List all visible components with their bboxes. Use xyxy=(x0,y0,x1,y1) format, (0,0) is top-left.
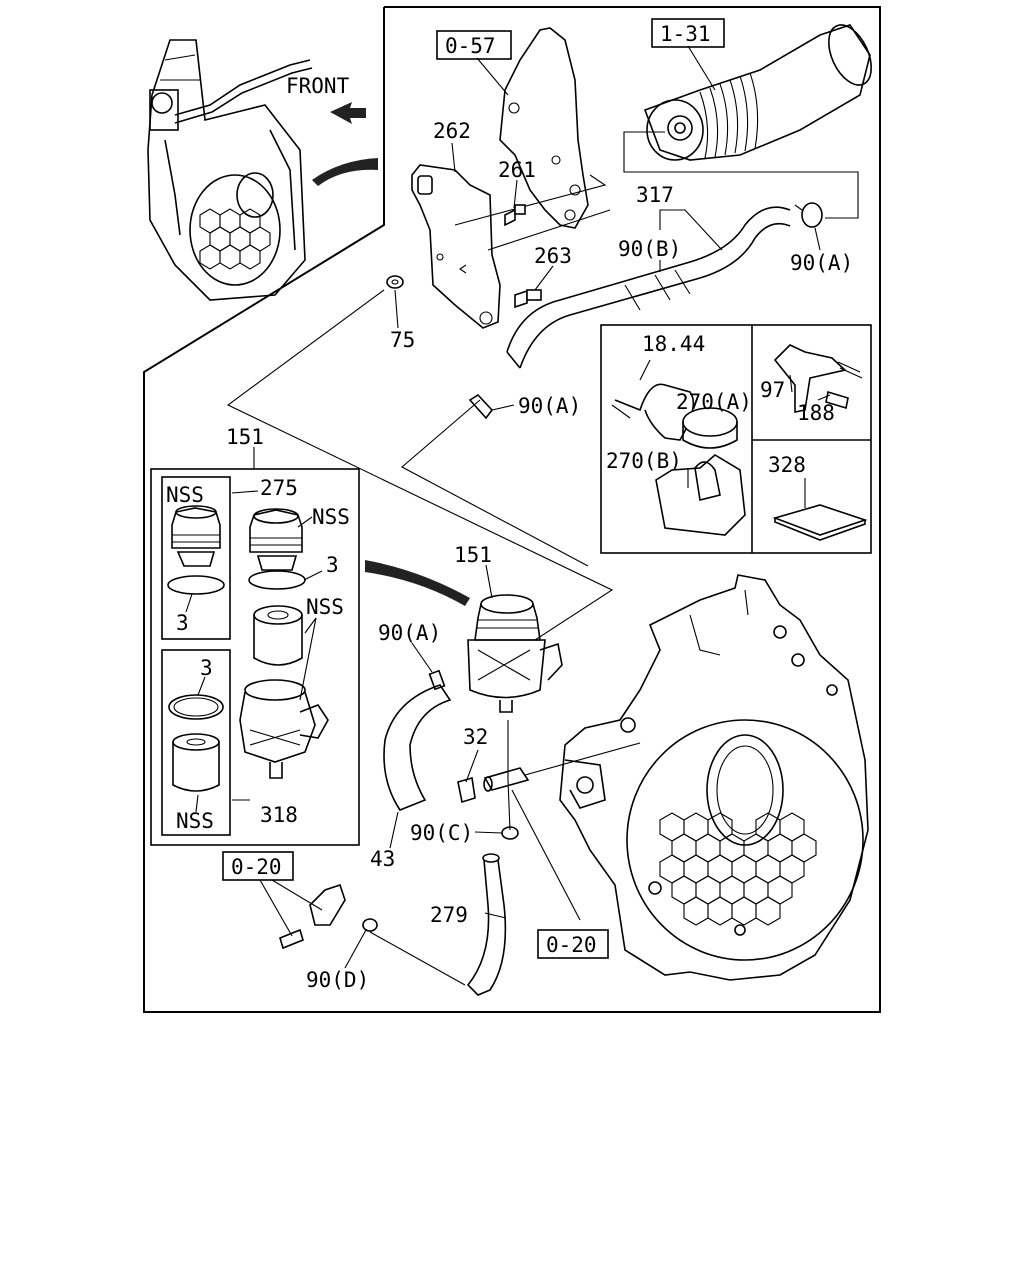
callout-262: 262 xyxy=(433,119,471,143)
hose-43 xyxy=(383,684,452,811)
callout-261: 261 xyxy=(498,158,536,182)
callout-3-c: 3 xyxy=(200,656,213,680)
bolt-261 xyxy=(504,204,526,227)
inset-callout-18-44: 18.44 xyxy=(642,332,705,356)
callout-nss-1: NSS xyxy=(166,483,204,507)
hose-317 xyxy=(506,206,791,369)
callout-nss-3: NSS xyxy=(306,595,344,619)
callout-90a-mid: 90(A) xyxy=(518,394,581,418)
reference-line-151 xyxy=(226,289,614,641)
connector-tube xyxy=(483,767,530,792)
detail-pointer-arrow-icon xyxy=(312,158,378,186)
callout-90d: 90(D) xyxy=(306,968,369,992)
callout-75: 75 xyxy=(390,328,415,352)
inset-callout-188: 188 xyxy=(797,401,835,425)
callout-90c: 90(C) xyxy=(410,821,473,845)
air-duct-1-31 xyxy=(643,24,872,161)
callout-275: 275 xyxy=(260,476,298,500)
sensor-0-20 xyxy=(279,883,378,950)
callout-90a-low: 90(A) xyxy=(378,621,441,645)
accessory-inset-box xyxy=(600,324,872,554)
callout-263: 263 xyxy=(534,244,572,268)
callout-151-left: 151 xyxy=(226,425,264,449)
inset-callout-328: 328 xyxy=(768,453,806,477)
callout-nss-4: NSS xyxy=(176,809,214,833)
callout-151-center: 151 xyxy=(454,543,492,567)
breather-filter-151 xyxy=(467,594,563,713)
front-label: FRONT xyxy=(286,74,350,98)
washer-75 xyxy=(386,275,404,289)
callout-318: 318 xyxy=(260,803,298,827)
callout-leaders xyxy=(185,45,831,969)
diagram-frame xyxy=(143,6,881,1013)
plate-0-57 xyxy=(499,27,589,229)
callout-90b: 90(B) xyxy=(618,237,681,261)
callout-317: 317 xyxy=(636,183,674,207)
inset-callout-270b: 270(B) xyxy=(606,449,682,473)
filter-kit-box xyxy=(150,468,360,846)
flywheel-housing xyxy=(559,574,869,981)
callout-ref-0-20-left: 0-20 xyxy=(231,855,282,879)
bolt-263 xyxy=(514,289,542,309)
callout-ref-0-57: 0-57 xyxy=(445,34,496,58)
callout-3-a: 3 xyxy=(326,553,339,577)
fitting-90a-low xyxy=(428,669,446,691)
callout-3-b: 3 xyxy=(176,611,189,635)
callout-ref-1-31: 1-31 xyxy=(660,22,711,46)
callout-nss-2: NSS xyxy=(312,505,350,529)
inset-callout-97: 97 xyxy=(760,378,785,402)
engine-overview-illustration xyxy=(147,39,313,301)
filter-pointer-arrow-icon xyxy=(365,560,470,606)
inset-callout-270a: 270(A) xyxy=(676,390,752,414)
clamp-90a-top xyxy=(794,202,823,228)
hose-279 xyxy=(466,853,507,996)
callout-90a-top: 90(A) xyxy=(790,251,853,275)
front-arrow-icon xyxy=(330,102,366,124)
bracket-262 xyxy=(411,164,501,329)
clamp-90a-mid xyxy=(468,393,494,420)
callout-279: 279 xyxy=(430,903,468,927)
callout-43: 43 xyxy=(370,847,395,871)
callout-32: 32 xyxy=(463,725,488,749)
callout-ref-0-20-right: 0-20 xyxy=(546,933,597,957)
callouts: 0-57 1-31 262 261 263 75 317 90(B) 90(A)… xyxy=(166,18,853,992)
duct-hose-connection-line xyxy=(623,131,859,219)
